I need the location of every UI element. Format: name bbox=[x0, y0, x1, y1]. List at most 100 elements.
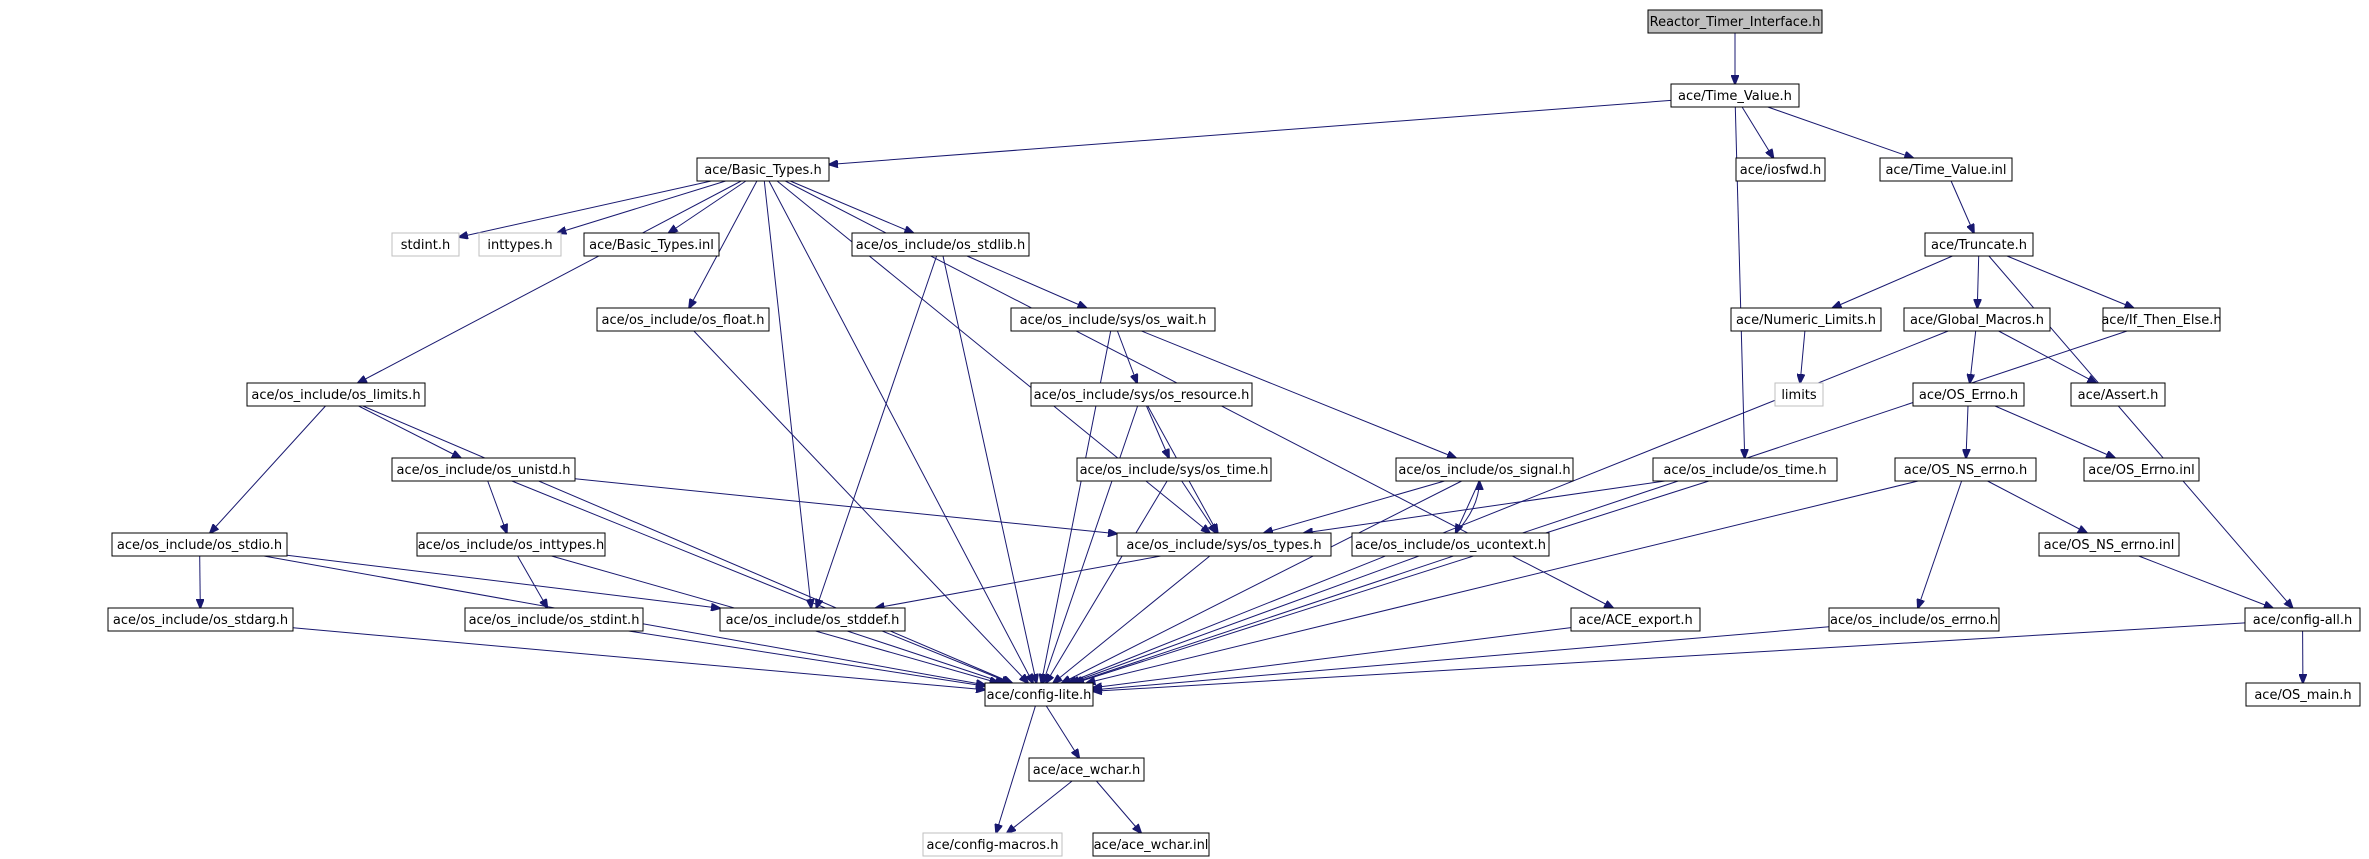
node-label: ace/Time_Value.inl bbox=[1885, 163, 2006, 178]
node-errno[interactable]: ace/OS_Errno.h bbox=[1912, 382, 2025, 407]
node-bt[interactable]: ace/Basic_Types.h bbox=[696, 157, 830, 182]
node-res[interactable]: ace/os_include/sys/os_resource.h bbox=[1030, 382, 1253, 407]
node-box bbox=[1351, 532, 1550, 557]
edge-stddef-to-configlite bbox=[847, 630, 1004, 683]
node-ucontext[interactable]: ace/os_include/os_ucontext.h bbox=[1351, 532, 1550, 557]
node-assert[interactable]: ace/Assert.h bbox=[2070, 382, 2166, 407]
edges bbox=[200, 33, 2303, 833]
edge-trunc-to-configall bbox=[1988, 255, 2293, 608]
node-macros: ace/config-macros.h bbox=[922, 832, 1063, 857]
node-label: stdint.h bbox=[401, 238, 450, 253]
node-label: ace/Basic_Types.inl bbox=[589, 238, 714, 253]
node-label: ace/OS_Errno.inl bbox=[2088, 463, 2194, 478]
edge-stdarg-to-configlite bbox=[292, 627, 985, 690]
node-box bbox=[984, 682, 1094, 707]
node-configlite[interactable]: ace/config-lite.h bbox=[984, 682, 1094, 707]
node-label: ace/os_include/sys/os_types.h bbox=[1126, 538, 1321, 553]
node-nserrno[interactable]: ace/OS_NS_errno.h bbox=[1894, 457, 2037, 482]
node-wait[interactable]: ace/os_include/sys/os_wait.h bbox=[1010, 307, 1216, 332]
node-types[interactable]: ace/os_include/sys/os_types.h bbox=[1116, 532, 1332, 557]
node-oserrno[interactable]: ace/os_include/os_errno.h bbox=[1828, 607, 2000, 632]
node-inttypes: inttypes.h bbox=[478, 232, 562, 257]
node-box bbox=[1652, 457, 1838, 482]
edge-unistd-to-configlite bbox=[511, 480, 1011, 683]
edge-signal-to-types bbox=[1264, 480, 1445, 533]
node-stdio[interactable]: ace/os_include/os_stdio.h bbox=[111, 532, 288, 557]
node-wcharinl[interactable]: ace/ace_wchar.inl bbox=[1092, 832, 1210, 857]
node-osstdint[interactable]: ace/os_include/os_stdint.h bbox=[464, 607, 644, 632]
node-ite[interactable]: ace/If_Then_Else.h bbox=[2101, 307, 2222, 332]
node-label: limits bbox=[1781, 388, 1817, 403]
edge-nserrnoinl-to-configall bbox=[2138, 555, 2273, 608]
edge-limitsh-to-unistd bbox=[358, 405, 461, 458]
node-limits: limits bbox=[1774, 382, 1824, 407]
edge-ucontext-to-signal bbox=[1455, 481, 1480, 534]
node-stdlib[interactable]: ace/os_include/os_stdlib.h bbox=[851, 232, 1030, 257]
edge-res-to-systime bbox=[1146, 405, 1170, 458]
node-box bbox=[1903, 307, 2051, 332]
node-glob[interactable]: ace/Global_Macros.h bbox=[1903, 307, 2051, 332]
node-box bbox=[1030, 382, 1253, 407]
node-label: ace/os_include/sys/os_time.h bbox=[1080, 463, 1269, 478]
edge-bt-to-float bbox=[689, 180, 758, 308]
node-box bbox=[696, 157, 830, 182]
edge-bt-to-stdint bbox=[459, 180, 712, 237]
node-label: ace/OS_Errno.h bbox=[1919, 388, 2018, 403]
edge-signal-to-configlite bbox=[1062, 480, 1462, 683]
edge-glob-to-configlite bbox=[1068, 330, 1949, 683]
edge-ostime-to-configlite bbox=[1075, 480, 1710, 683]
edge-types-to-configlite bbox=[1053, 555, 1211, 683]
node-tv[interactable]: ace/Time_Value.h bbox=[1670, 83, 1800, 108]
node-systime[interactable]: ace/os_include/sys/os_time.h bbox=[1076, 457, 1272, 482]
node-float[interactable]: ace/os_include/os_float.h bbox=[596, 307, 770, 332]
edge-oserrno-to-configlite bbox=[1093, 626, 1830, 690]
node-iosfwd[interactable]: ace/iosfwd.h bbox=[1735, 157, 1826, 182]
node-box bbox=[719, 607, 906, 632]
node-label: ace/ACE_export.h bbox=[1578, 613, 1692, 628]
node-nserrnoinl[interactable]: ace/OS_NS_errno.inl bbox=[2038, 532, 2180, 557]
node-unistd[interactable]: ace/os_include/os_unistd.h bbox=[391, 457, 576, 482]
node-wchar[interactable]: ace/ace_wchar.h bbox=[1028, 757, 1145, 782]
node-ostime[interactable]: ace/os_include/os_time.h bbox=[1652, 457, 1838, 482]
node-signal[interactable]: ace/os_include/os_signal.h bbox=[1395, 457, 1574, 482]
node-label: ace/os_include/os_time.h bbox=[1663, 463, 1826, 478]
edge-bt-to-configlite bbox=[768, 180, 1033, 683]
edge-tv-to-bt bbox=[829, 99, 1672, 164]
node-box bbox=[2244, 607, 2361, 632]
node-box bbox=[1028, 757, 1145, 782]
edge-nserrno-to-configlite bbox=[1086, 480, 1919, 683]
node-errnoinl[interactable]: ace/OS_Errno.inl bbox=[2083, 457, 2200, 482]
node-box bbox=[1570, 607, 1701, 632]
edge-trunc-to-numlim bbox=[1833, 255, 1953, 308]
node-osmain[interactable]: ace/OS_main.h bbox=[2245, 682, 2361, 707]
node-stdarg[interactable]: ace/os_include/os_stdarg.h bbox=[107, 607, 294, 632]
node-btinl[interactable]: ace/Basic_Types.inl bbox=[583, 232, 720, 257]
node-box bbox=[107, 607, 294, 632]
node-configall[interactable]: ace/config-all.h bbox=[2244, 607, 2361, 632]
node-box bbox=[1076, 457, 1272, 482]
node-trunc[interactable]: ace/Truncate.h bbox=[1924, 232, 2034, 257]
node-label: ace/os_include/os_ucontext.h bbox=[1355, 538, 1546, 553]
node-limitsh[interactable]: ace/os_include/os_limits.h bbox=[246, 382, 426, 407]
edge-float-to-configlite bbox=[693, 330, 1028, 683]
node-osinttypes[interactable]: ace/os_include/os_inttypes.h bbox=[416, 532, 606, 557]
node-label: ace/config-lite.h bbox=[987, 688, 1092, 703]
node-box bbox=[851, 232, 1030, 257]
node-box bbox=[246, 382, 426, 407]
node-stddef[interactable]: ace/os_include/os_stddef.h bbox=[719, 607, 906, 632]
node-tvinl[interactable]: ace/Time_Value.inl bbox=[1879, 157, 2013, 182]
edge-limitsh-to-configlite bbox=[362, 405, 1012, 683]
node-box bbox=[478, 232, 562, 257]
edge-stdlib-to-wait bbox=[966, 255, 1087, 308]
node-box bbox=[1092, 832, 1210, 857]
node-label: ace/OS_NS_errno.inl bbox=[2044, 538, 2175, 553]
edge-numlim-to-limits bbox=[1800, 330, 1806, 383]
edge-types-to-stddef bbox=[876, 555, 1161, 608]
node-rti[interactable]: Reactor_Timer_Interface.h bbox=[1647, 9, 1823, 34]
edge-glob-to-errno bbox=[1970, 330, 1977, 383]
node-numlim[interactable]: ace/Numeric_Limits.h bbox=[1730, 307, 1882, 332]
node-label: ace/os_include/sys/os_wait.h bbox=[1020, 313, 1207, 328]
node-export[interactable]: ace/ACE_export.h bbox=[1570, 607, 1701, 632]
node-label: ace/os_include/os_stddef.h bbox=[726, 613, 900, 628]
edge-unistd-to-types bbox=[574, 478, 1117, 534]
